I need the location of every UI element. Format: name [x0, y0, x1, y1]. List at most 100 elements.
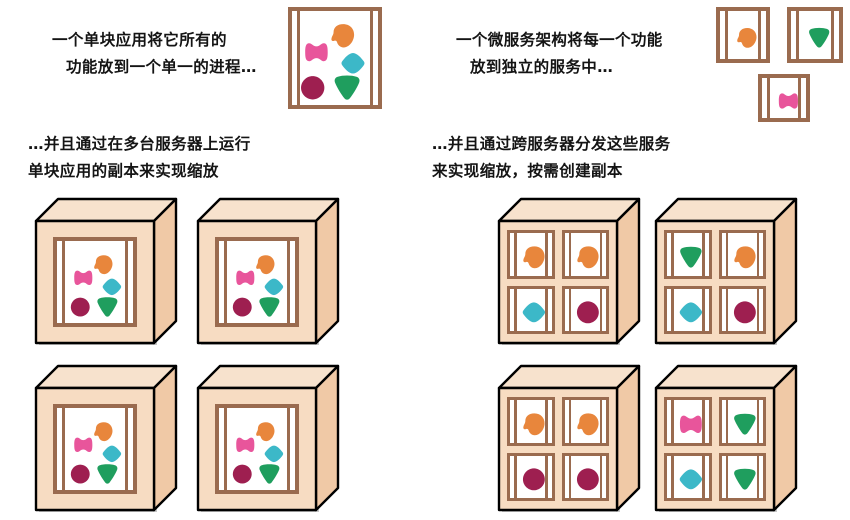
- green-triangle-shape: [733, 466, 757, 493]
- microservice-cell: [664, 285, 712, 334]
- microservice-cell: [718, 397, 766, 446]
- orange-blob-shape: [733, 244, 757, 271]
- green-triangle-shape: [258, 463, 281, 485]
- monolith-intro-caption: 一个单块应用将它所有的 功能放到一个单一的进程…: [52, 27, 257, 81]
- green-triangle-shape: [96, 463, 119, 485]
- service-card-shape-slot: [791, 11, 839, 59]
- green-triangle-shape: [679, 244, 703, 271]
- microservice-cell: [561, 452, 609, 501]
- cell-rail-right: [702, 455, 705, 498]
- cell-rail-right: [545, 455, 548, 498]
- cell-rail-right: [756, 400, 759, 443]
- monolith-window-panel: [53, 237, 137, 327]
- teal-diamond-shape: [99, 277, 125, 297]
- green-triangle-shape: [258, 296, 281, 318]
- cell-rail-right: [756, 288, 759, 331]
- cell-rail-left: [568, 400, 571, 443]
- server-box-top-face: [34, 364, 178, 390]
- microservice-cell: [561, 285, 609, 334]
- server-box-side-face: [152, 197, 178, 345]
- orange-blob-shape: [93, 419, 114, 444]
- caption-line: 来实现缩放，按需创建副本: [432, 162, 623, 180]
- service-card-pink: [758, 74, 810, 122]
- card-rail-left: [725, 11, 728, 59]
- service-card-shape-slot: [720, 11, 766, 59]
- server-box-top-face: [196, 197, 340, 223]
- card-rail-right: [831, 11, 834, 59]
- caption-line: 一个微服务架构将每一个功能: [456, 31, 663, 49]
- cell-rail-left: [671, 400, 674, 443]
- cell-rail-left: [568, 455, 571, 498]
- microservice-scaling-caption: …并且通过跨服务器分发这些服务 来实现缩放，按需创建副本: [432, 131, 671, 185]
- cell-rail-left: [514, 400, 517, 443]
- maroon-circle-shape: [522, 466, 546, 493]
- microservice-intro-caption: 一个微服务架构将每一个功能 放到独立的服务中…: [456, 27, 663, 81]
- pink-bowtie-shape: [679, 411, 703, 438]
- microservice-cell: [718, 285, 766, 334]
- cell-rail-right: [599, 400, 602, 443]
- orange-blob-shape: [522, 244, 546, 271]
- card-rail-right: [798, 78, 801, 118]
- server-box-top-face: [497, 197, 641, 223]
- microservice-server-2: [654, 197, 798, 345]
- cell-rail-left: [671, 288, 674, 331]
- pink-bowtie-shape: [232, 435, 259, 455]
- monolith-scaling-caption: …并且通过在多台服务器上运行 单块应用的副本来实现缩放: [28, 131, 251, 185]
- microservice-cell: [507, 230, 555, 279]
- caption-line: …并且通过在多台服务器上运行: [28, 135, 251, 153]
- microservice-cell: [718, 230, 766, 279]
- cell-rail-right: [702, 400, 705, 443]
- panel-rail-right: [287, 241, 290, 323]
- cell-rail-left: [725, 455, 728, 498]
- microservice-cell: [664, 397, 712, 446]
- teal-diamond-shape: [99, 444, 125, 464]
- pink-bowtie-shape: [232, 268, 259, 288]
- microservice-cell: [718, 452, 766, 501]
- pink-bowtie-shape: [300, 40, 333, 64]
- server-box-top-face: [497, 364, 641, 390]
- card-rail-left: [767, 78, 770, 118]
- monolith-shape-cluster: [219, 408, 295, 490]
- monolith-server-3: [34, 364, 178, 512]
- maroon-circle-shape: [232, 463, 253, 485]
- microservice-cell-grid: [664, 230, 766, 334]
- microservice-server-1: [497, 197, 641, 345]
- cell-rail-left: [725, 400, 728, 443]
- cell-rail-right: [599, 288, 602, 331]
- cell-rail-right: [545, 288, 548, 331]
- cell-rail-left: [725, 288, 728, 331]
- microservice-cell-grid: [664, 397, 766, 501]
- microservice-cell-grid: [507, 397, 609, 501]
- cell-rail-left: [568, 288, 571, 331]
- orange-blob-shape: [736, 25, 758, 51]
- green-triangle-shape: [808, 25, 830, 51]
- green-triangle-shape: [96, 296, 119, 318]
- teal-diamond-shape: [337, 51, 369, 75]
- pink-bowtie-shape: [70, 435, 97, 455]
- orange-blob-shape: [93, 252, 114, 277]
- microservice-server-4: [654, 364, 798, 512]
- maroon-circle-shape: [576, 299, 600, 326]
- service-card-orange: [716, 7, 770, 63]
- card-rail-left: [297, 11, 300, 105]
- microservice-cell: [507, 285, 555, 334]
- server-box-side-face: [772, 197, 798, 345]
- cell-rail-left: [514, 455, 517, 498]
- server-box-top-face: [196, 364, 340, 390]
- panel-rail-left: [224, 408, 227, 490]
- orange-blob-shape: [576, 411, 600, 438]
- monolith-server-4: [196, 364, 340, 512]
- cell-rail-right: [545, 400, 548, 443]
- monolith-shape-cluster: [57, 241, 133, 323]
- panel-rail-left: [62, 408, 65, 490]
- caption-line: …并且通过跨服务器分发这些服务: [432, 135, 671, 153]
- orange-blob-shape: [330, 20, 355, 52]
- panel-rail-left: [224, 241, 227, 323]
- microservice-cell: [507, 452, 555, 501]
- cell-rail-left: [671, 233, 674, 276]
- service-card-green: [787, 7, 843, 63]
- maroon-circle-shape: [70, 463, 91, 485]
- maroon-circle-shape: [70, 296, 91, 318]
- pink-bowtie-shape: [778, 90, 799, 112]
